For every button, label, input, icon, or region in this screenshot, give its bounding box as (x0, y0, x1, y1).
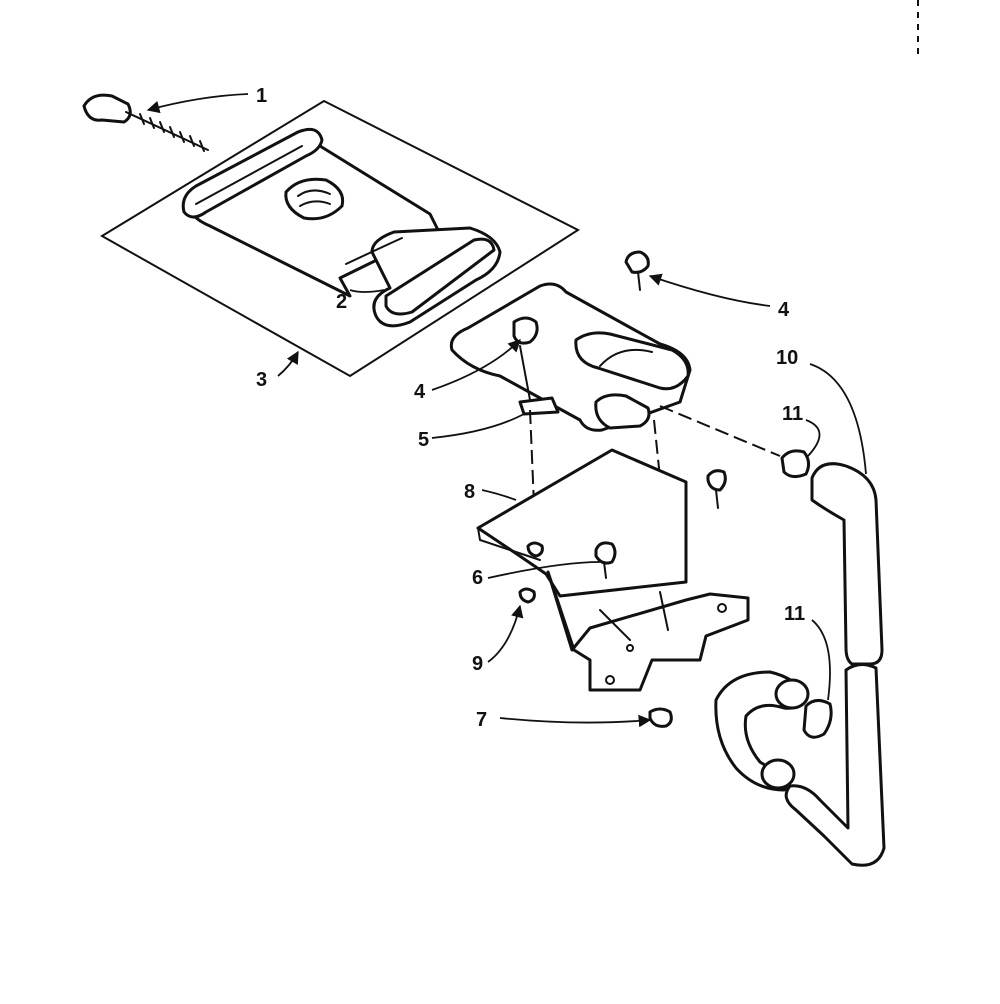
clamp-parts (780, 449, 833, 739)
handle-spring-part (82, 93, 209, 152)
label-part-2: 2 (336, 291, 347, 313)
mounting-plate (476, 448, 688, 598)
bracket-part (546, 570, 750, 692)
label-part-10: 10 (776, 347, 798, 369)
screw-top (624, 250, 650, 291)
enclosure-panel (100, 99, 581, 378)
label-part-9: 9 (472, 653, 483, 675)
guide-line-right (653, 419, 661, 479)
label-part-7: 7 (476, 709, 487, 731)
label-part-5: 5 (418, 429, 429, 451)
label-part-11-top: 11 (782, 403, 803, 425)
label-part-4-top: 4 (778, 299, 790, 321)
hose-part (714, 462, 886, 867)
guide-line-hose (659, 405, 781, 457)
duct-assembly (449, 282, 692, 432)
label-part-3: 3 (256, 369, 267, 391)
guide-line-left (529, 409, 537, 553)
gasket-part (345, 226, 502, 328)
callout-leaders (146, 93, 867, 728)
label-part-6: 6 (472, 567, 483, 589)
label-part-1: 1 (256, 85, 267, 107)
label-part-11-bottom: 11 (784, 603, 805, 625)
label-part-4-left: 4 (414, 381, 426, 403)
clip-part (648, 707, 673, 728)
screw-6 (518, 469, 727, 604)
label-part-8: 8 (464, 481, 475, 503)
